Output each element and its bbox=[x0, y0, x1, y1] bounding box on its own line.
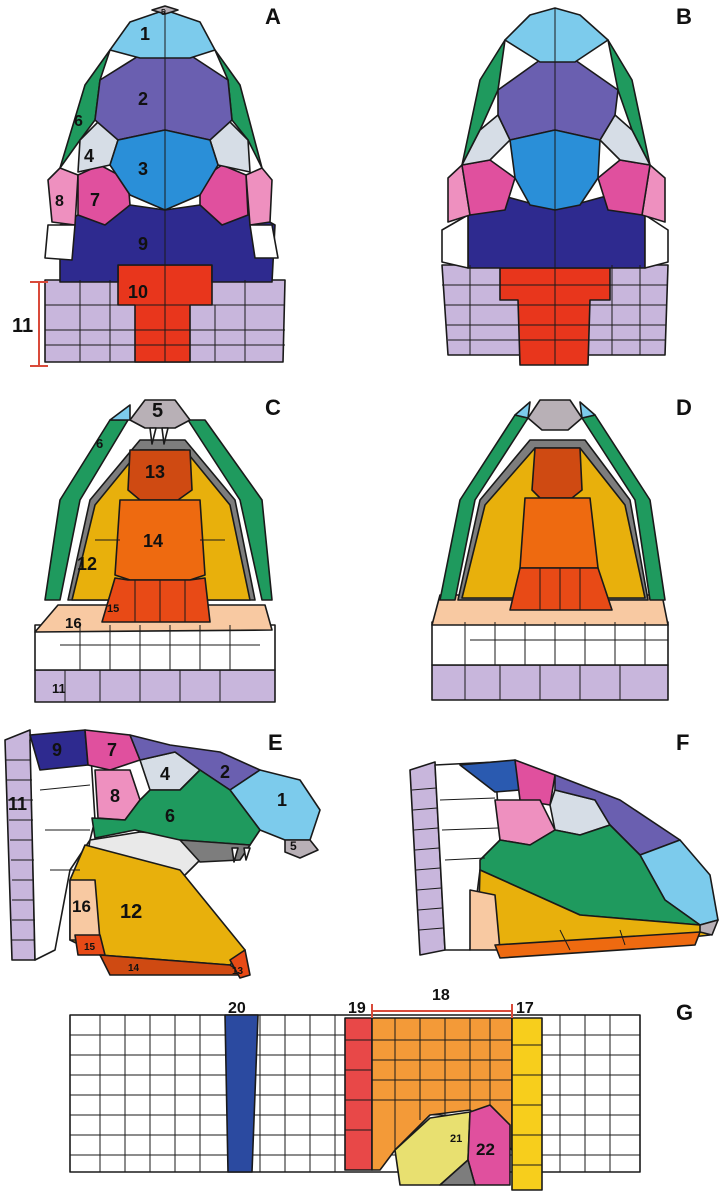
g-num-17: 17 bbox=[516, 1000, 534, 1017]
g-num-18: 18 bbox=[432, 987, 450, 1004]
e-num-15: 15 bbox=[84, 942, 96, 953]
c-region-11-scales bbox=[35, 670, 275, 702]
e-num-12: 12 bbox=[120, 901, 142, 923]
c-num-11: 11 bbox=[52, 681, 66, 696]
d-red-orange bbox=[510, 568, 612, 610]
f-peach bbox=[470, 890, 500, 950]
d-scales bbox=[432, 665, 668, 700]
g-region-17-yellow bbox=[512, 1018, 542, 1190]
panel-b-head-dorsal bbox=[442, 8, 668, 365]
d-sky-right bbox=[580, 402, 595, 418]
g-num-19: 19 bbox=[348, 1000, 366, 1017]
a-num-9: 9 bbox=[138, 234, 148, 254]
e-num-4: 4 bbox=[160, 764, 170, 784]
b-sky bbox=[505, 8, 608, 62]
panel-g-body-scales bbox=[70, 1004, 640, 1190]
panel-a-head-dorsal bbox=[30, 6, 285, 366]
e-num-6: 6 bbox=[165, 806, 175, 826]
a-num-5: 5 bbox=[161, 8, 166, 17]
d-white-row bbox=[432, 622, 668, 665]
b-white-right bbox=[645, 215, 668, 268]
c-num-15: 15 bbox=[107, 603, 119, 615]
a-num-8: 8 bbox=[55, 193, 64, 210]
e-num-8: 8 bbox=[110, 786, 120, 806]
panel-d-label: D bbox=[676, 395, 692, 420]
panel-c-label: C bbox=[265, 395, 281, 420]
e-num-14: 14 bbox=[128, 963, 140, 974]
a-num-11: 11 bbox=[12, 315, 33, 337]
e-num-2: 2 bbox=[220, 762, 230, 782]
d-gray-snout bbox=[528, 400, 582, 430]
a-region-1-sky bbox=[110, 10, 215, 58]
panel-d-head-ventral bbox=[432, 400, 668, 700]
g-num-20: 20 bbox=[228, 1000, 246, 1017]
panel-f-head-lateral bbox=[410, 760, 718, 958]
panel-c-head-ventral bbox=[35, 400, 275, 702]
a-num-6: 6 bbox=[74, 113, 83, 130]
a-num-10: 10 bbox=[128, 282, 148, 302]
a-region-2-purple bbox=[95, 55, 232, 140]
b-purple bbox=[498, 60, 618, 140]
c-num-6: 6 bbox=[96, 436, 103, 451]
a-num-2: 2 bbox=[138, 89, 148, 109]
panel-g-label: G bbox=[676, 1000, 693, 1025]
panel-b-label: B bbox=[676, 4, 692, 29]
a-num-1: 1 bbox=[140, 24, 150, 44]
c-region-1-sky bbox=[110, 405, 130, 420]
d-dark-orange bbox=[532, 448, 582, 498]
g-region-19-red bbox=[345, 1018, 372, 1170]
a-num-7: 7 bbox=[90, 190, 100, 210]
c-num-12: 12 bbox=[77, 554, 97, 574]
c-num-16: 16 bbox=[65, 615, 82, 632]
panel-a-label: A bbox=[265, 4, 281, 29]
a-region-8r-pink bbox=[246, 168, 272, 225]
a-region-white-left bbox=[45, 225, 75, 260]
e-num-16: 16 bbox=[72, 897, 91, 916]
panel-e-label: E bbox=[268, 730, 283, 755]
d-orange bbox=[520, 498, 598, 568]
c-num-13: 13 bbox=[145, 462, 165, 482]
panel-f-label: F bbox=[676, 730, 689, 755]
g-num-22: 22 bbox=[476, 1140, 495, 1159]
a-num-3: 3 bbox=[138, 159, 148, 179]
e-num-13: 13 bbox=[232, 966, 244, 977]
d-sky-left bbox=[515, 402, 530, 418]
f-magenta bbox=[515, 760, 555, 805]
e-num-5: 5 bbox=[290, 839, 297, 853]
b-white-left bbox=[442, 215, 468, 268]
c-num-5: 5 bbox=[152, 400, 163, 422]
c-region-15 bbox=[102, 578, 210, 622]
e-num-11: 11 bbox=[8, 794, 27, 814]
e-num-9: 9 bbox=[52, 740, 62, 760]
g-region-20-blue bbox=[225, 1015, 258, 1172]
e-num-7: 7 bbox=[107, 740, 117, 760]
e-num-1: 1 bbox=[277, 790, 287, 810]
c-num-14: 14 bbox=[143, 531, 163, 551]
g-num-21: 21 bbox=[450, 1133, 462, 1145]
a-num-4: 4 bbox=[84, 146, 94, 166]
